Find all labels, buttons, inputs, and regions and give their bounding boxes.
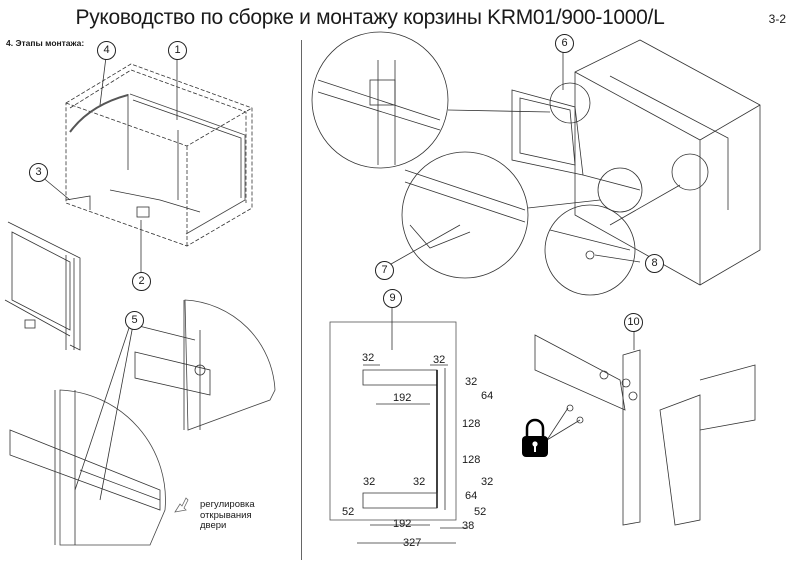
callout-3: 3 [29,163,48,182]
door-frame-view [4,221,81,351]
cabinet-dashed-view [65,63,253,247]
callout-leaders [40,52,641,501]
dim-128-a: 128 [462,418,481,430]
note-line-2: открывания [200,509,252,521]
dim-38: 38 [462,520,475,532]
page-title: Руководство по сборке и монтажу корзины … [75,6,665,29]
callout-4: 4 [97,41,116,60]
callout-7: 7 [375,261,394,280]
dim-bottom-left-32: 32 [363,476,376,488]
dim-top-right-32: 32 [433,354,446,366]
corner-hinge-view [534,334,756,526]
cabinet-pullout-view [511,39,761,286]
detail-circle-mid [401,151,601,279]
section-heading: 4. Этапы монтажа: [6,38,85,48]
page-number: 3-2 [768,12,786,26]
dim-bottom-right-32: 32 [481,476,494,488]
dim-bottom-192: 192 [393,518,412,530]
callout-5: 5 [125,311,144,330]
note-line-1: регулировка [200,499,255,510]
hinge-detail-circles [9,299,276,546]
callout-9: 9 [383,289,402,308]
column-divider [301,40,302,560]
note-line-3: двери [200,520,227,531]
padlock-icon [522,418,548,457]
drilling-template [329,321,468,544]
detail-circle-top [311,31,551,169]
callout-8: 8 [645,254,664,273]
callout-2: 2 [132,272,151,291]
door-adjustment-note: регулировка открывания двери [200,499,255,532]
dim-right-52: 52 [474,506,487,518]
dim-overall-327: 327 [403,537,422,549]
dim-right-32: 32 [465,376,478,388]
callout-6: 6 [555,34,574,53]
dim-top-left-32: 32 [362,352,375,364]
dim-128-b: 128 [462,454,481,466]
callout-1: 1 [168,41,187,60]
dim-right-64: 64 [481,390,494,402]
dim-bottom-mid-32: 32 [413,476,426,488]
dim-top-192: 192 [393,392,412,404]
dim-left-52: 52 [342,506,355,518]
callout-10: 10 [624,313,643,332]
detail-circle-bottom [544,184,681,296]
dim-bottom-64: 64 [465,490,478,502]
double-arrow-icon [174,497,189,513]
